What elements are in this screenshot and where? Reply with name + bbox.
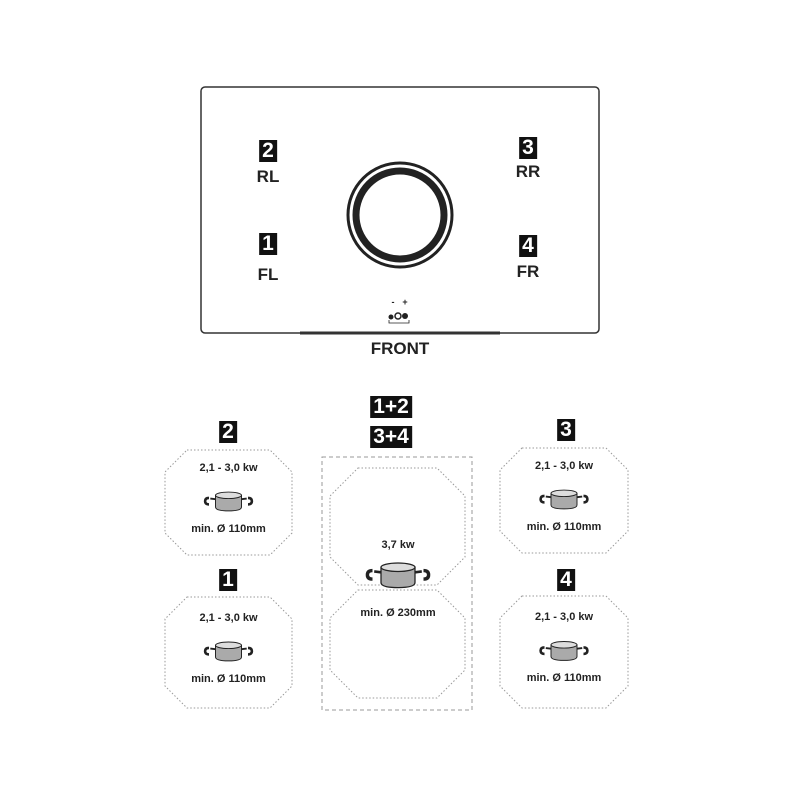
power-label: 2,1 - 3,0 kw (534, 611, 594, 623)
cooking-zone-outline (164, 449, 293, 556)
zone-number-badge: 4 (557, 569, 575, 591)
zone-number-badge: 1 (219, 569, 237, 591)
zone-position-label: RR (515, 162, 541, 181)
bridge-zone-outline (321, 456, 473, 711)
pot-icon (365, 562, 431, 589)
pot-icon (539, 489, 589, 510)
bridge-label-rear: 3+4 (370, 426, 412, 448)
pot-icon (203, 491, 254, 512)
bridge-min-diameter-label: min. Ø 230mm (360, 607, 436, 619)
zone-number-badge: 3 (519, 137, 537, 159)
zone-position-label: RL (256, 167, 280, 186)
control-icon (388, 312, 410, 324)
zone-number-badge: 2 (219, 421, 237, 443)
cooking-zone-outline (499, 595, 629, 709)
zone-position-label: FR (516, 262, 540, 281)
min-diameter-label: min. Ø 110mm (526, 672, 602, 684)
zone-number-badge: 2 (259, 140, 277, 162)
power-label: 2,1 - 3,0 kw (534, 459, 594, 472)
zone-number-badge: 3 (557, 419, 575, 441)
power-label: 2,1 - 3,0 kw (199, 461, 258, 474)
cooking-zone-outline (329, 589, 466, 699)
power-label: 2,1 - 3,0 kw (199, 611, 258, 624)
pot-icon (203, 641, 254, 662)
plus-sign: + (402, 297, 408, 307)
cooking-zone-outline (329, 467, 466, 586)
min-diameter-label: min. Ø 110mm (526, 520, 602, 533)
zone-position-label: FL (257, 265, 279, 284)
bridge-power-label: 3,7 kw (381, 539, 415, 551)
cooking-zone-outline (499, 447, 629, 554)
control-knob-inner (352, 167, 448, 263)
pot-icon (539, 641, 589, 661)
min-diameter-label: min. Ø 110mm (191, 522, 266, 535)
zone-number-badge: 1 (259, 233, 277, 255)
cooking-zone-outline (164, 596, 293, 709)
minus-sign: - (391, 297, 395, 307)
bridge-label-front: 1+2 (370, 396, 412, 418)
zone-number-badge: 4 (519, 235, 537, 257)
control-knob-outer (346, 161, 454, 269)
front-label: FRONT (370, 339, 430, 358)
min-diameter-label: min. Ø 110mm (191, 672, 266, 685)
hob-outline (200, 86, 600, 334)
